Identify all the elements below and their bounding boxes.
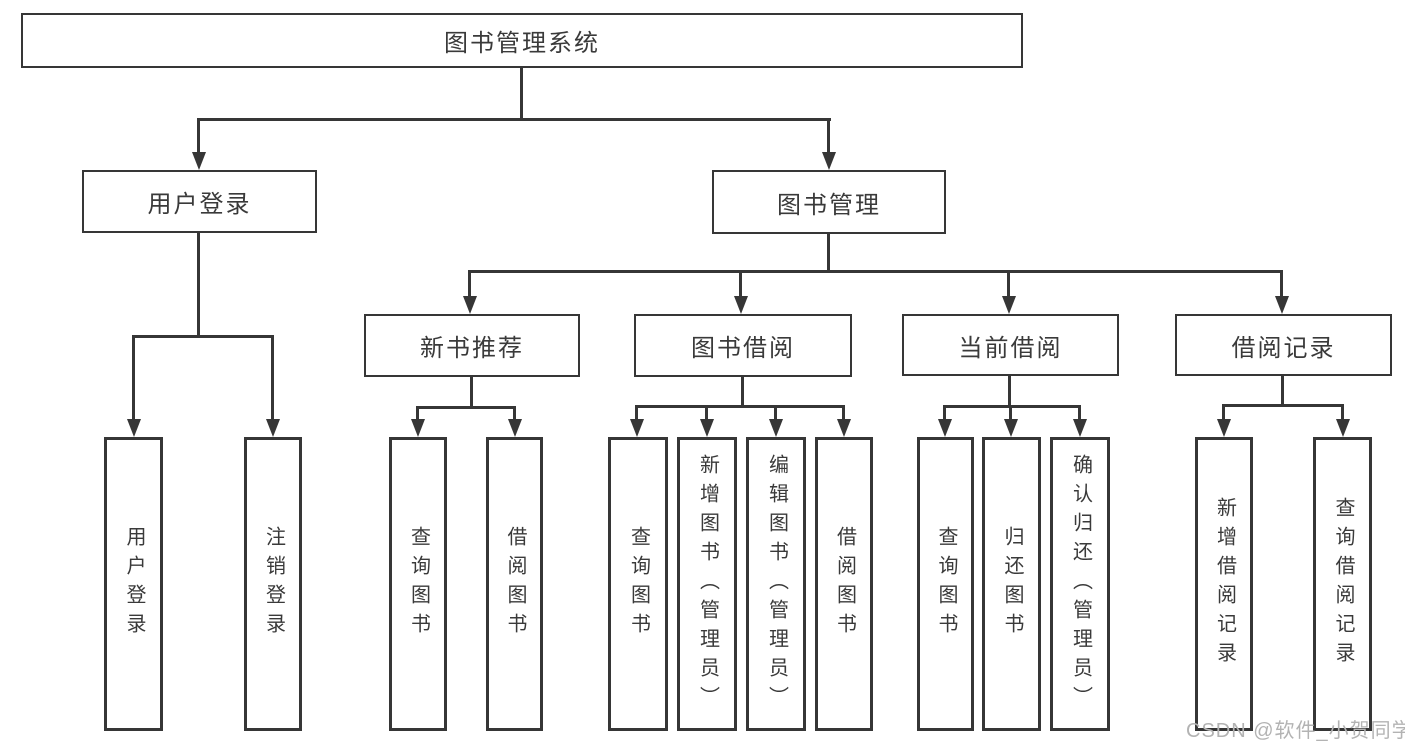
arrow-to-add-borrow-record — [1216, 404, 1231, 437]
leaf-add-book-admin: 新增图书（管理员） — [677, 437, 737, 731]
leaf-borrow-books-2: 借阅图书 — [815, 437, 873, 731]
arrow-to-current-borrow — [1001, 270, 1016, 314]
arrow-to-new-book-recommend — [462, 270, 477, 314]
connector-borrow-records-stem — [1281, 376, 1284, 406]
connector-book-management-stem — [827, 234, 830, 272]
leaf-query-books-1-label: 查询图书 — [407, 526, 430, 642]
arrow-to-add-book-admin — [699, 405, 714, 437]
leaf-logout: 注销登录 — [244, 437, 302, 731]
node-current-borrow: 当前借阅 — [902, 314, 1119, 376]
arrow-to-borrow-books-2 — [836, 405, 851, 437]
leaf-query-books-3-label: 查询图书 — [935, 526, 957, 642]
arrow-to-query-borrow-record — [1335, 404, 1350, 437]
connector-book-borrow-splitter — [635, 405, 845, 408]
leaf-add-borrow-record-label: 新增借阅记录 — [1213, 497, 1236, 671]
leaf-borrow-books-1-label: 借阅图书 — [504, 526, 526, 642]
leaf-logout-label: 注销登录 — [262, 526, 285, 642]
leaf-query-books-1: 查询图书 — [389, 437, 447, 731]
leaf-query-books-2: 查询图书 — [608, 437, 668, 731]
leaf-query-books-3: 查询图书 — [917, 437, 974, 731]
arrow-to-borrow-books-1 — [507, 406, 522, 437]
connector-current-borrow-stem — [1008, 376, 1011, 407]
arrow-to-query-books-2 — [629, 405, 644, 437]
leaf-query-books-2-label: 查询图书 — [627, 526, 650, 642]
connector-book-borrow-stem — [741, 377, 744, 407]
leaf-query-borrow-record-label: 查询借阅记录 — [1332, 497, 1354, 671]
connector-user-login-stem — [197, 233, 200, 337]
arrow-to-query-books-3 — [937, 405, 952, 437]
node-root-label: 图书管理系统 — [444, 30, 600, 57]
node-new-book-recommend-label: 新书推荐 — [420, 335, 524, 362]
leaf-user-login-label: 用户登录 — [123, 526, 145, 642]
leaf-return-book: 归还图书 — [982, 437, 1041, 731]
leaf-user-login: 用户登录 — [104, 437, 163, 731]
leaf-query-borrow-record: 查询借阅记录 — [1313, 437, 1372, 731]
node-new-book-recommend: 新书推荐 — [364, 314, 580, 377]
leaf-edit-book-admin: 编辑图书（管理员） — [746, 437, 806, 731]
node-book-management: 图书管理 — [712, 170, 946, 234]
node-root: 图书管理系统 — [21, 13, 1023, 68]
connector-new-book-recommend-splitter — [416, 406, 516, 409]
node-book-management-label: 图书管理 — [777, 191, 881, 219]
connector-new-book-recommend-stem — [470, 377, 473, 408]
leaf-confirm-return-admin-label: 确认归还（管理员） — [1069, 453, 1092, 715]
arrow-to-book-management — [821, 118, 836, 170]
node-borrow-records: 借阅记录 — [1175, 314, 1392, 376]
csdn-watermark: CSDN @软件_小贺同学 — [1186, 720, 1405, 742]
arrow-to-query-books-1 — [410, 406, 425, 437]
connector-book-management-splitter — [468, 270, 1283, 273]
node-user-login-label: 用户登录 — [147, 191, 252, 218]
leaf-add-book-admin-label: 新增图书（管理员） — [696, 453, 719, 715]
node-borrow-records-label: 借阅记录 — [1231, 334, 1336, 362]
leaf-confirm-return-admin: 确认归还（管理员） — [1050, 437, 1110, 731]
node-current-borrow-label: 当前借阅 — [958, 334, 1063, 362]
node-book-borrow-label: 图书借阅 — [691, 335, 795, 362]
connector-borrow-records-splitter — [1222, 404, 1344, 407]
arrow-to-user-login — [191, 118, 206, 170]
leaf-return-book-label: 归还图书 — [1001, 526, 1023, 642]
arrow-to-leaf-logout — [265, 335, 280, 437]
arrow-to-edit-book-admin — [768, 405, 783, 437]
connector-current-borrow-splitter — [943, 405, 1081, 408]
arrow-to-return-book — [1003, 405, 1018, 437]
arrow-to-book-borrow — [733, 270, 748, 314]
node-user-login: 用户登录 — [82, 170, 317, 233]
arrow-to-borrow-records — [1274, 270, 1289, 314]
arrow-to-leaf-user-login — [126, 335, 141, 437]
arrow-to-confirm-return-admin — [1072, 405, 1087, 437]
connector-user-login-splitter — [132, 335, 274, 338]
leaf-edit-book-admin-label: 编辑图书（管理员） — [765, 453, 788, 715]
connector-root-splitter — [197, 118, 831, 121]
leaf-borrow-books-2-label: 借阅图书 — [833, 526, 856, 642]
leaf-add-borrow-record: 新增借阅记录 — [1195, 437, 1253, 731]
node-book-borrow: 图书借阅 — [634, 314, 852, 377]
connector-root-stem — [520, 68, 523, 120]
leaf-borrow-books-1: 借阅图书 — [486, 437, 543, 731]
